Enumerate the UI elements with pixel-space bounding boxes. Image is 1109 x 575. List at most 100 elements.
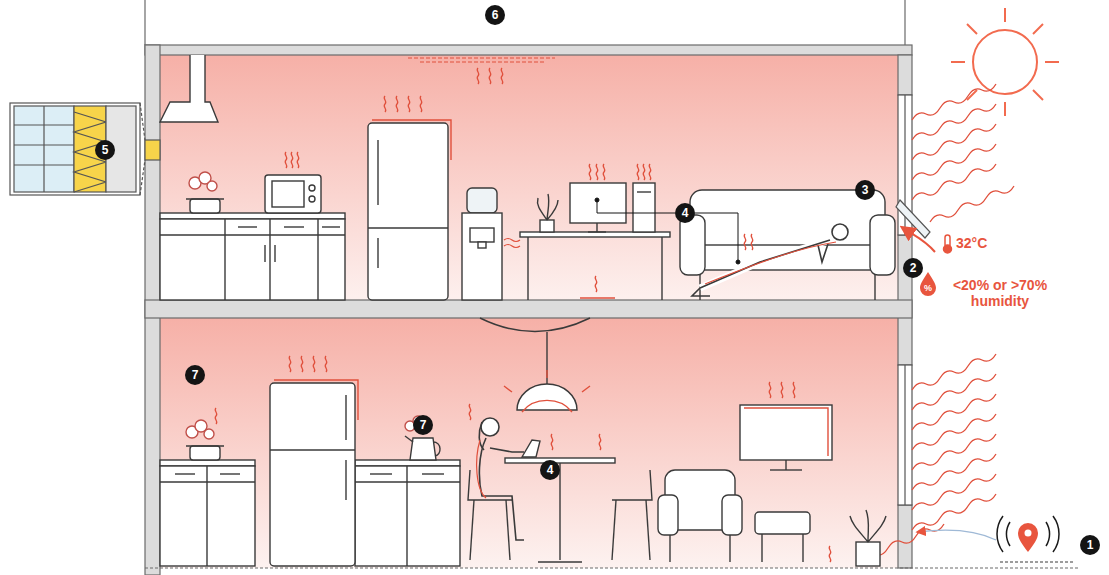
desk [588,231,606,232]
leader-line [597,200,675,213]
desk [661,237,662,300]
desk [603,164,605,180]
television [740,405,832,460]
callout-number: 2 [903,258,923,278]
callout-number: 3 [855,180,875,200]
fridge [270,383,355,566]
insulation-detail [140,160,145,195]
water-cooler [470,228,494,242]
fridge [368,123,448,300]
kettle [405,436,413,442]
heat-wave [912,374,996,410]
fridge [368,96,451,300]
sofa [874,275,875,300]
desk [637,191,651,192]
side-table [761,534,762,562]
kitchen-cabinets [160,213,345,219]
location-pin [997,516,1059,552]
cooking-pot [186,198,224,199]
roof-heat [408,57,555,58]
microwave [291,152,293,168]
side-table [755,512,831,562]
person-exercising [692,288,710,296]
desk [520,164,670,300]
sofa [870,215,895,275]
roof-heat [408,58,555,84]
person-working [469,404,524,540]
dining-table [538,561,582,562]
callout-number: 5 [95,140,115,160]
room-interior [160,318,898,568]
insulation-detail [10,103,160,195]
kitchen-hood [160,55,218,122]
microwave [265,152,321,213]
microwave [309,185,315,191]
insulation-detail [14,106,74,192]
television [740,382,832,470]
cooking-pot [190,446,220,460]
location-pin [1018,523,1038,552]
location-pin [918,516,1075,562]
humidity-symbol: % [920,281,936,295]
pendant-lamp [517,384,577,410]
television [770,469,802,470]
plant [850,510,886,542]
kettle [410,438,436,460]
person-exercising [744,234,746,250]
sofa [680,215,705,275]
location-pin [1025,530,1032,537]
pendant-lamp [504,370,590,392]
cooking-pot [207,181,217,191]
plant [856,542,880,566]
insulation-detail [10,103,140,195]
temperature-text: 32°C [956,235,987,251]
television [769,382,771,398]
building-structure [904,0,905,45]
kettle [405,416,440,460]
person-working [479,438,524,540]
television [781,382,783,398]
armchair [658,470,742,562]
dining-table [505,458,615,463]
kitchen-cabinets [269,219,270,300]
television [793,382,795,398]
sun-icon [1004,8,1006,22]
kitchen-cabinets [175,473,195,474]
heat-wave [912,164,996,200]
leader-line [595,198,599,202]
kitchen-cabinets [355,466,460,566]
kitchen-cabinets [160,234,345,235]
window [898,365,912,505]
dining-table [551,434,553,450]
sun-icon [1033,24,1043,34]
side-table [802,534,803,562]
building-structure [898,55,912,95]
dining-table [599,434,601,450]
airflow-arrow [903,228,935,252]
desk [633,183,655,232]
pendant-lamp [522,400,572,412]
chair [612,470,652,500]
humidity-drop [920,272,936,296]
dining-table [505,434,615,562]
humidity-drop [920,272,936,296]
insulation-detail [43,106,44,192]
plant [537,194,558,220]
plant [540,220,554,232]
cooking-pot [215,408,217,424]
person-working [477,440,486,498]
armchair [722,495,742,535]
fridge [377,140,378,205]
fridge [270,449,355,450]
desk [596,223,597,232]
fridge [396,96,398,112]
sofa [690,190,885,250]
chair [470,500,474,560]
person-working [481,418,499,436]
fridge [377,238,378,268]
desk [520,232,670,237]
chair [506,500,510,560]
chair [646,500,650,560]
building-structure [898,505,912,568]
